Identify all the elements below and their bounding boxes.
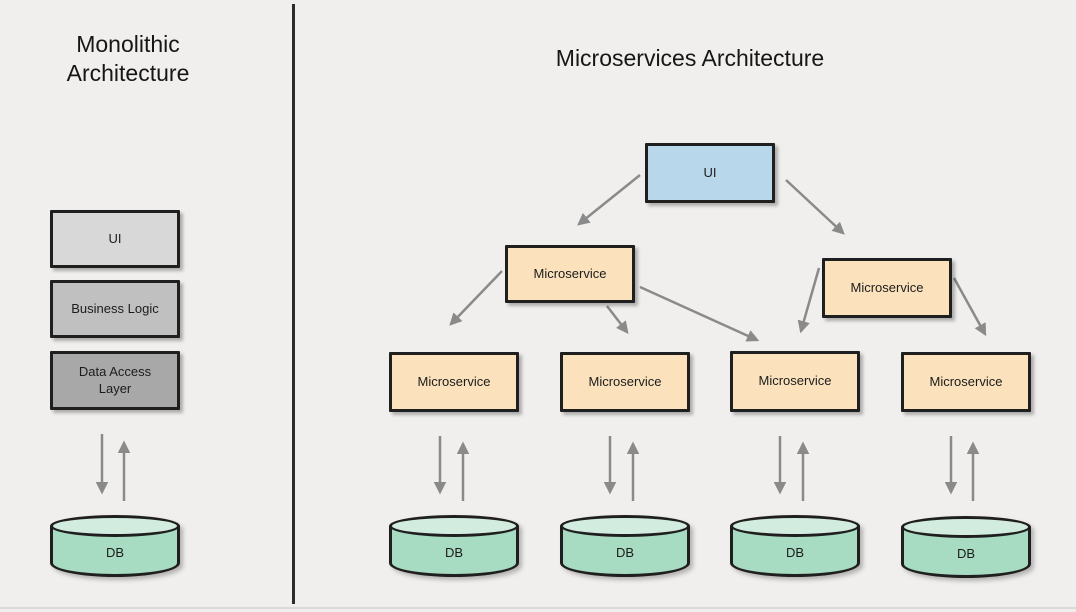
cylinder-top-ellipse	[730, 515, 860, 537]
service4-db-cylinder: DB	[901, 516, 1031, 578]
service2-db-cylinder: DB	[560, 515, 690, 577]
section-divider-line	[292, 4, 295, 604]
service1-db-cylinder: DB	[389, 515, 519, 577]
microservice-level2-right-box: Microservice	[822, 258, 952, 318]
monolith-ui-box: UI	[50, 210, 180, 268]
cylinder-body	[389, 526, 519, 577]
db-label: DB	[785, 545, 805, 560]
microservice-level3-box-3: Microservice	[730, 351, 860, 412]
microservices-architecture-title: Microservices Architecture	[555, 45, 825, 71]
microservice-level2-left-box: Microservice	[505, 245, 635, 303]
arrow-ui-to-microservice-left	[577, 174, 641, 226]
monolithic-architecture-title: Monolithic Architecture	[66, 31, 190, 87]
db-label: DB	[444, 545, 464, 560]
arrow-microservice-right-to-bottom4	[952, 277, 987, 337]
cylinder-top-ellipse	[50, 515, 180, 537]
monolith-db-cylinder: DB	[50, 515, 180, 577]
db-label: DB	[105, 545, 125, 560]
cylinder-top-ellipse	[389, 515, 519, 537]
microservice-level3-box-4: Microservice	[901, 352, 1031, 412]
microservice-level3-box-2: Microservice	[560, 352, 690, 412]
service3-db-cylinder: DB	[730, 515, 860, 577]
db-label: DB	[615, 545, 635, 560]
db-label: DB	[956, 546, 976, 561]
microservice-level3-box-1: Microservice	[389, 352, 519, 412]
microservices-ui-box: UI	[645, 143, 775, 203]
arrow-microservice-left-to-bottom2	[606, 305, 629, 334]
arrow-microservice-right-to-bottom3	[797, 267, 821, 334]
monolith-business-logic-box: Business Logic	[50, 280, 180, 338]
monolith-data-access-box: Data Access Layer	[50, 351, 180, 410]
cylinder-top-ellipse	[560, 515, 690, 537]
arrow-microservice-left-to-bottom3	[639, 285, 760, 342]
cylinder-top-ellipse	[901, 516, 1031, 538]
arrow-microservice-left-to-bottom1	[449, 270, 503, 326]
cylinder-body	[901, 527, 1031, 578]
canvas-bottom-edge	[0, 607, 1076, 609]
arrow-ui-to-microservice-right	[785, 179, 845, 235]
